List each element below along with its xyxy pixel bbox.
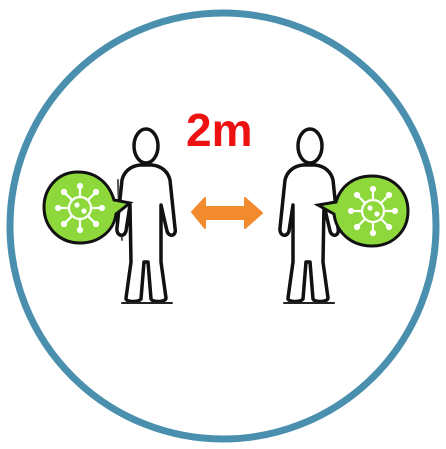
distance-label: 2m (186, 104, 276, 156)
